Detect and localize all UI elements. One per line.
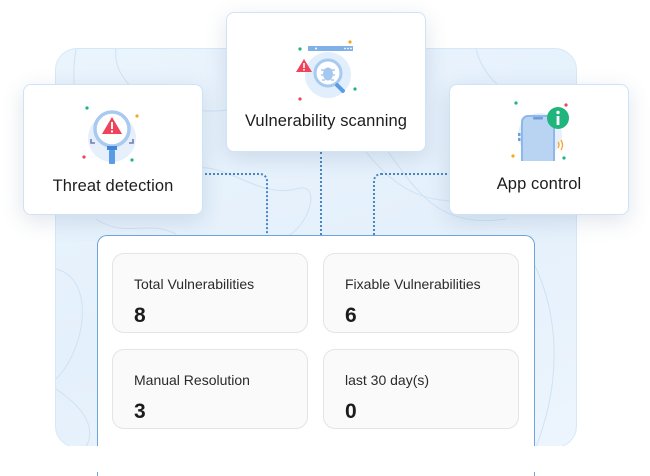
stat-card-fixable-vulnerabilities[interactable]: Fixable Vulnerabilities 6	[323, 253, 519, 333]
bottom-fade	[0, 446, 650, 472]
magnifier-alert-icon	[82, 106, 139, 164]
stat-label: last 30 day(s)	[345, 372, 430, 388]
bug-scan-icon	[296, 40, 357, 101]
vulnerability-dashboard: Total Vulnerabilities 8 Fixable Vulnerab…	[97, 235, 535, 476]
stat-label: Total Vulnerabilities	[134, 276, 255, 292]
stat-label: Manual Resolution	[134, 372, 250, 388]
feature-card-threat-detection[interactable]: Threat detection	[23, 84, 203, 215]
feature-card-app-control[interactable]: App control	[449, 84, 629, 215]
stat-value: 8	[134, 304, 146, 327]
stat-card-last-30-days[interactable]: last 30 day(s) 0	[323, 349, 519, 429]
feature-card-vulnerability-scanning[interactable]: Vulnerability scanning	[226, 12, 426, 152]
stat-value: 3	[134, 400, 146, 423]
connector-center	[320, 152, 322, 235]
connector-right	[373, 173, 451, 237]
stat-value: 6	[345, 304, 357, 327]
stat-card-manual-resolution[interactable]: Manual Resolution 3	[112, 349, 308, 429]
feature-title: Vulnerability scanning	[244, 112, 408, 130]
stat-label: Fixable Vulnerabilities	[345, 276, 481, 292]
feature-title: App control	[496, 175, 582, 193]
stat-card-total-vulnerabilities[interactable]: Total Vulnerabilities 8	[112, 253, 308, 333]
phone-info-icon	[511, 101, 569, 161]
connector-left	[201, 173, 268, 237]
feature-title: Threat detection	[52, 177, 174, 195]
stat-value: 0	[345, 400, 357, 423]
